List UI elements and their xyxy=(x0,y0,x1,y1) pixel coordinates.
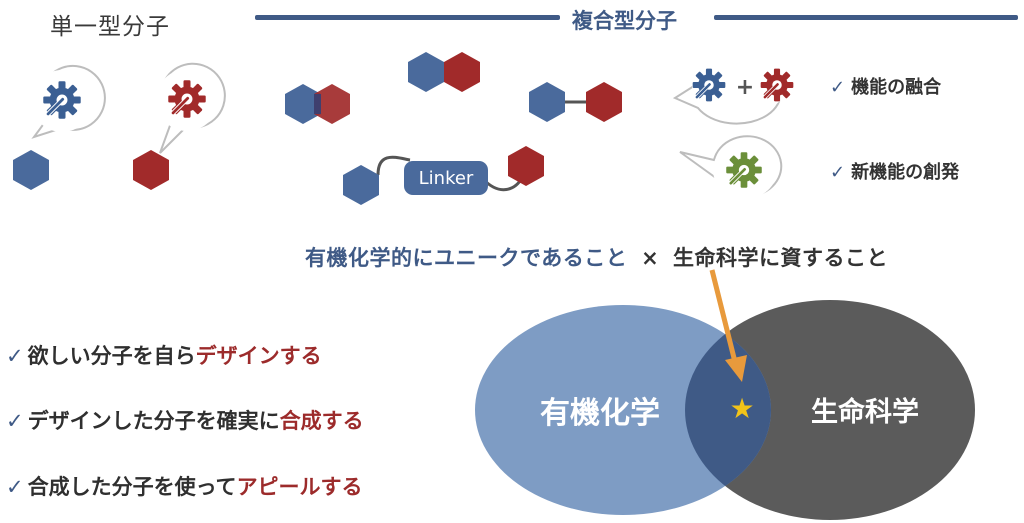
venn-right-label: 生命科学 xyxy=(811,396,919,428)
hexagon-icon xyxy=(529,82,565,122)
compound-molecule-title: 複合型分子 xyxy=(566,5,683,35)
feature-emergence-text: 新機能の創発 xyxy=(851,162,960,183)
headline-times: × xyxy=(641,246,660,270)
venn-left-circle xyxy=(475,305,771,515)
hexagon-icon xyxy=(13,150,49,190)
bullet-appeal: ✓合成した分子を使ってアピールする xyxy=(6,471,363,501)
venn-right-circle xyxy=(685,300,975,520)
headline-organic: 有機化学的にユニークであること xyxy=(305,246,628,270)
feature-fusion: ✓機能の融合 xyxy=(830,73,941,99)
hexagon-icon xyxy=(133,150,169,190)
hexagon-icon xyxy=(408,52,444,92)
bullet-design-text: 欲しい分子を自ら xyxy=(27,344,196,368)
venn-left-label: 有機化学 xyxy=(540,396,660,431)
hexagon-icon xyxy=(586,82,622,122)
check-icon: ✓ xyxy=(830,77,846,98)
linker-label: Linker xyxy=(419,168,474,189)
feature-emergence: ✓新機能の創発 xyxy=(830,158,959,184)
hexagon-icon xyxy=(444,52,480,92)
check-icon: ✓ xyxy=(6,475,24,499)
feature-fusion-text: 機能の融合 xyxy=(851,77,942,98)
gear-wrench-icon xyxy=(168,80,206,118)
hexagon-icon xyxy=(508,146,544,186)
bullet-appeal-text: 合成した分子を使って xyxy=(27,475,237,499)
bullet-synthesize-text: デザインした分子を確実に xyxy=(27,409,280,433)
gear-wrench-icon xyxy=(760,68,794,102)
arrow-icon xyxy=(709,269,747,382)
bullet-appeal-accent: アピールする xyxy=(236,475,363,499)
headline: 有機化学的にユニークであること × 生命科学に資すること xyxy=(305,242,888,272)
gear-wrench-icon xyxy=(726,152,762,188)
gear-wrench-icon xyxy=(692,68,726,102)
bullet-synthesize: ✓デザインした分子を確実に合成する xyxy=(6,405,364,435)
plus-sign: + xyxy=(736,75,754,100)
compound-title-rule-left xyxy=(255,15,560,20)
bullet-design: ✓欲しい分子を自らデザインする xyxy=(6,340,322,370)
hexagon-icon xyxy=(343,165,379,205)
linker-box xyxy=(404,161,488,195)
check-icon: ✓ xyxy=(6,409,24,433)
check-icon: ✓ xyxy=(830,162,846,183)
headline-life: 生命科学に資すること xyxy=(673,246,889,270)
bullet-synthesize-accent: 合成する xyxy=(279,409,364,433)
compound-title-rule-right xyxy=(714,15,1018,20)
bullet-design-accent: デザインする xyxy=(195,344,322,368)
hexagon-overlap xyxy=(314,94,321,114)
gear-wrench-icon xyxy=(43,81,81,119)
single-molecule-title: 単一型分子 xyxy=(50,14,170,40)
check-icon: ✓ xyxy=(6,344,24,368)
hexagon-icon xyxy=(285,84,321,124)
star-icon: ★ xyxy=(729,392,754,425)
linker-chain xyxy=(376,155,411,176)
hexagon-icon xyxy=(314,84,350,124)
